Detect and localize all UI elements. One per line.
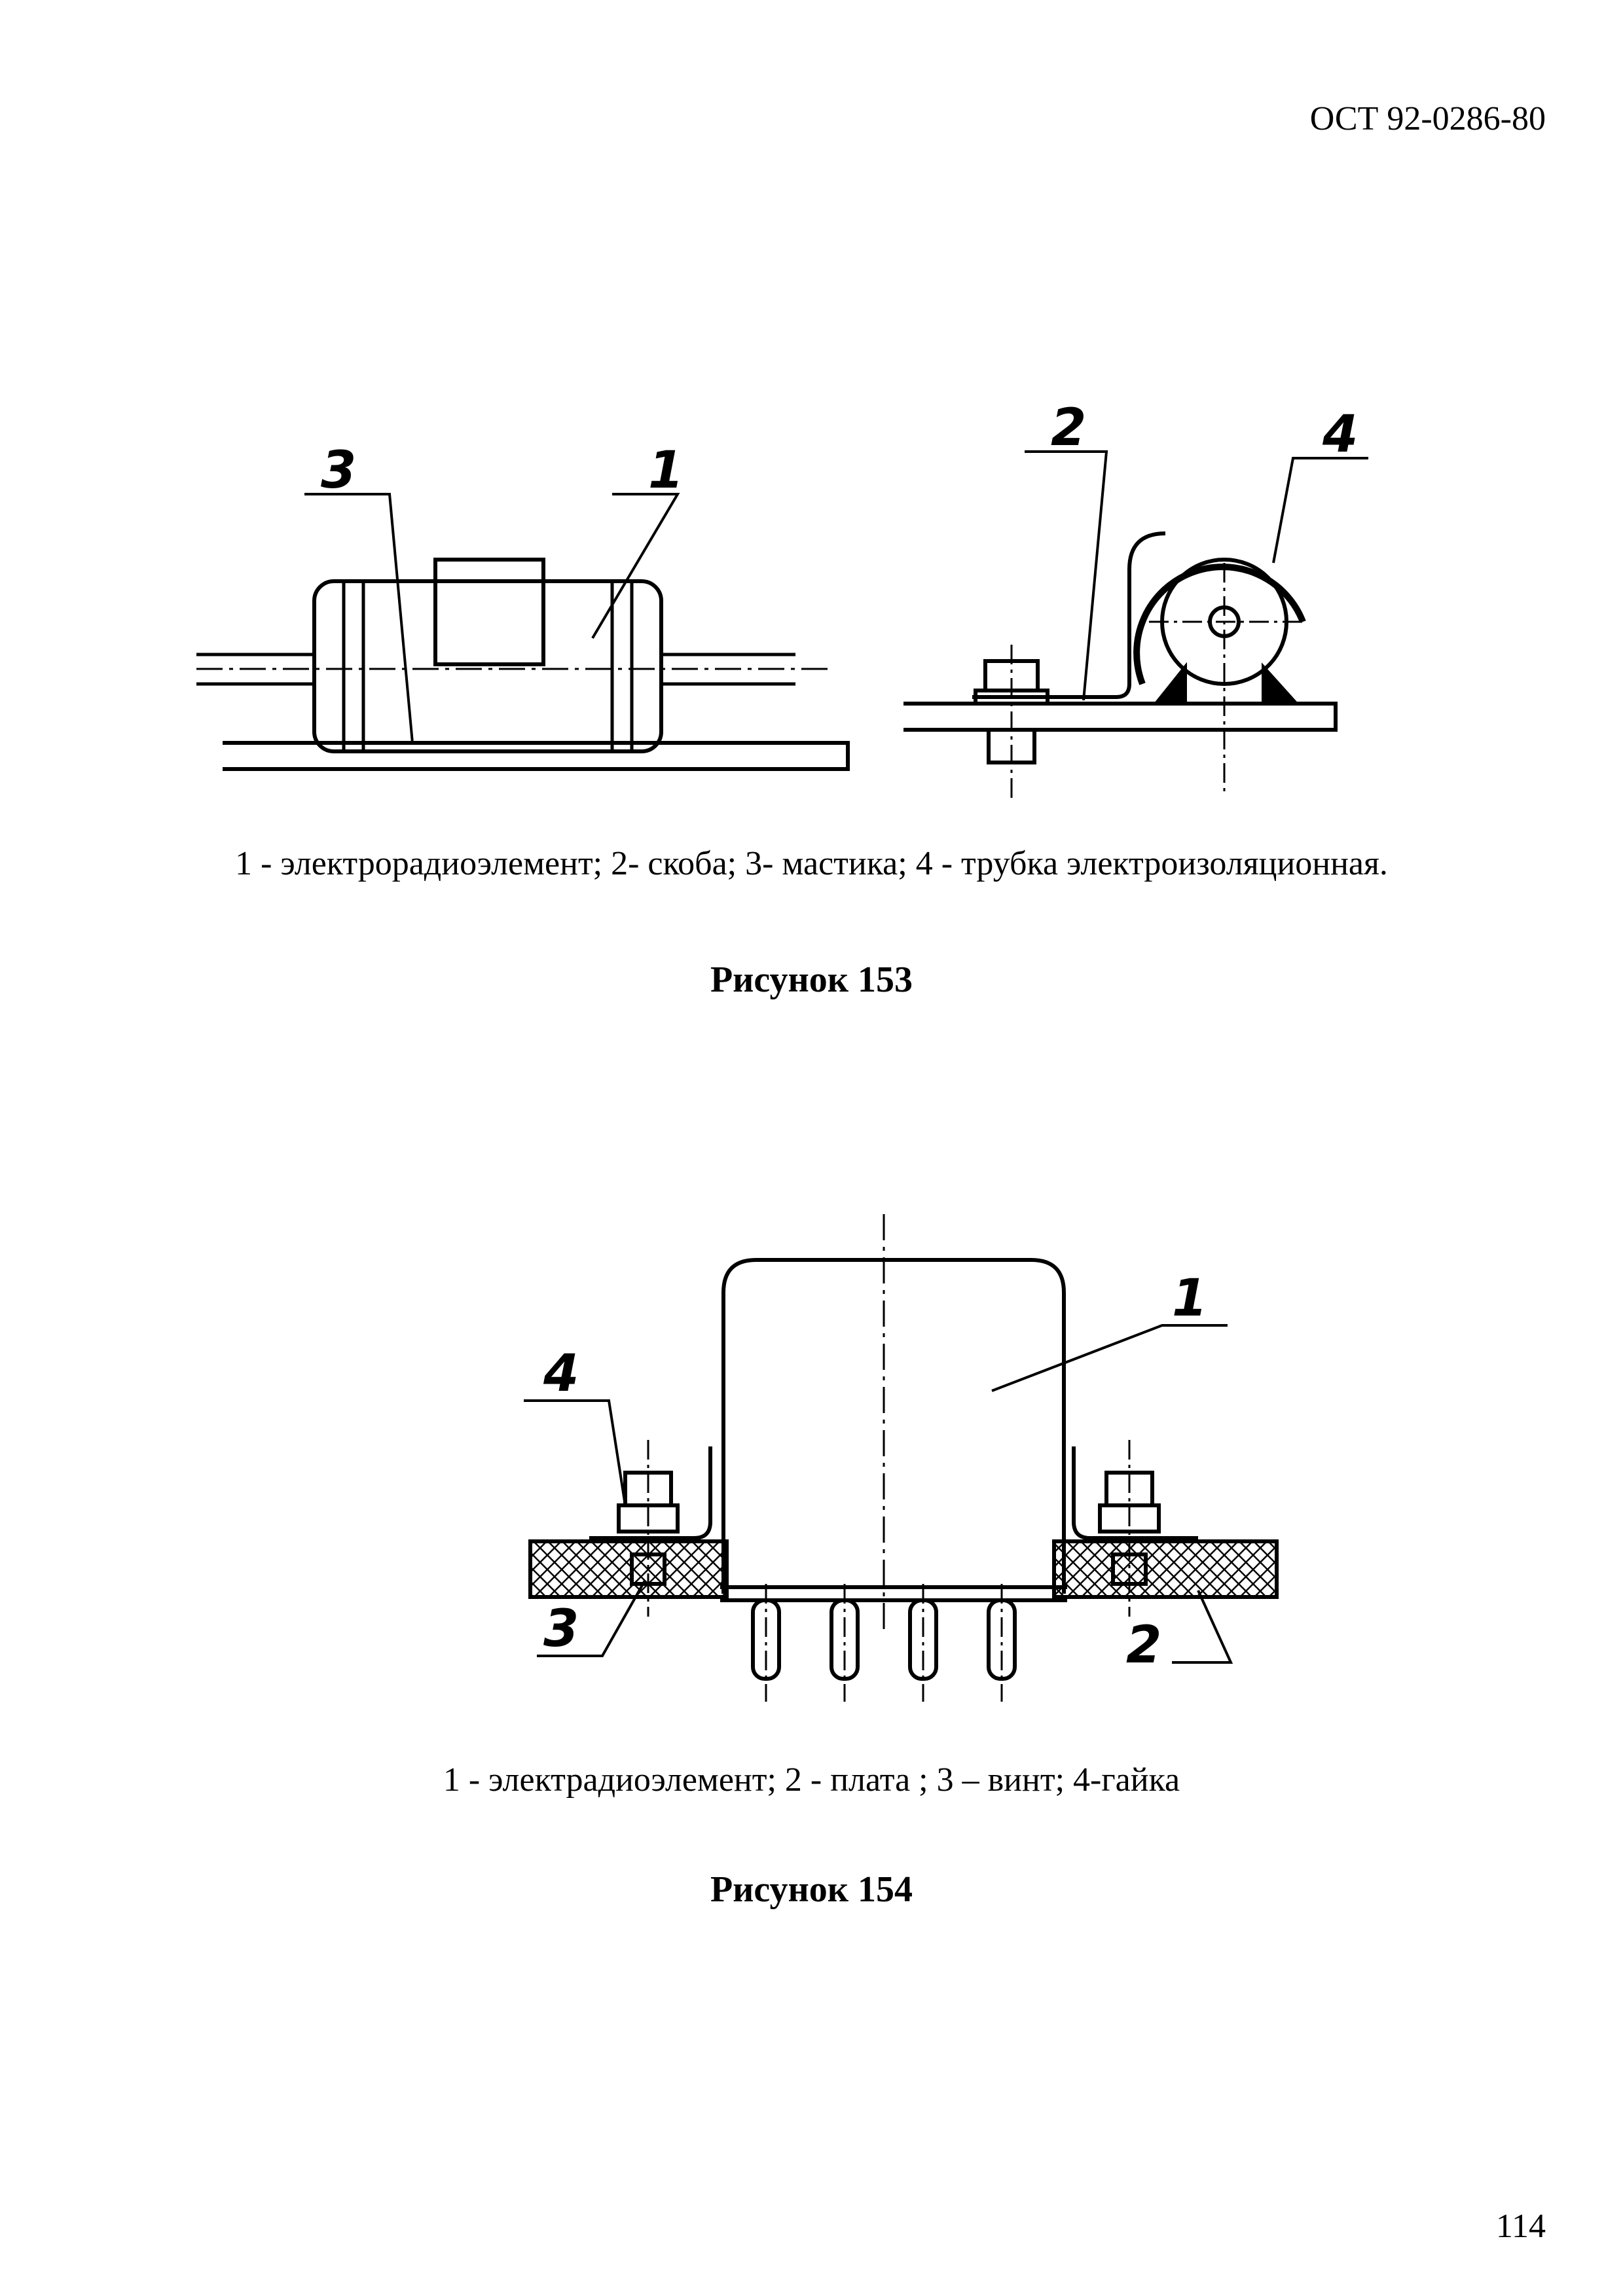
figure-153-callout-2: 2 bbox=[1051, 399, 1086, 457]
figure-153-drawing: 3 1 2 4 bbox=[196, 399, 1368, 802]
figure-154-callout-3: 3 bbox=[543, 1600, 579, 1659]
page-number: 114 bbox=[1495, 2208, 1546, 2245]
figure-154-caption: 1 - электрадиоэлемент; 2 - плата ; 3 – в… bbox=[443, 1761, 1180, 1799]
figure-153-title: Рисунок 153 bbox=[710, 960, 913, 1000]
document-header: ОСТ 92-0286-80 bbox=[1309, 100, 1546, 137]
figure-153-callout-4: 4 bbox=[1322, 405, 1358, 464]
figure-154-drawing: 4 1 3 2 bbox=[524, 1214, 1279, 1702]
figure-154-title: Рисунок 154 bbox=[710, 1869, 913, 1910]
figure-153-callout-3: 3 bbox=[321, 441, 356, 500]
figure-153-callout-1: 1 bbox=[648, 441, 684, 500]
figure-154-callout-2: 2 bbox=[1126, 1616, 1161, 1675]
figure-154-callout-1: 1 bbox=[1172, 1269, 1207, 1328]
figure-154-callout-4: 4 bbox=[543, 1344, 579, 1403]
figure-153-caption: 1 - электрорадиоэлемент; 2- скоба; 3- ма… bbox=[235, 845, 1388, 882]
